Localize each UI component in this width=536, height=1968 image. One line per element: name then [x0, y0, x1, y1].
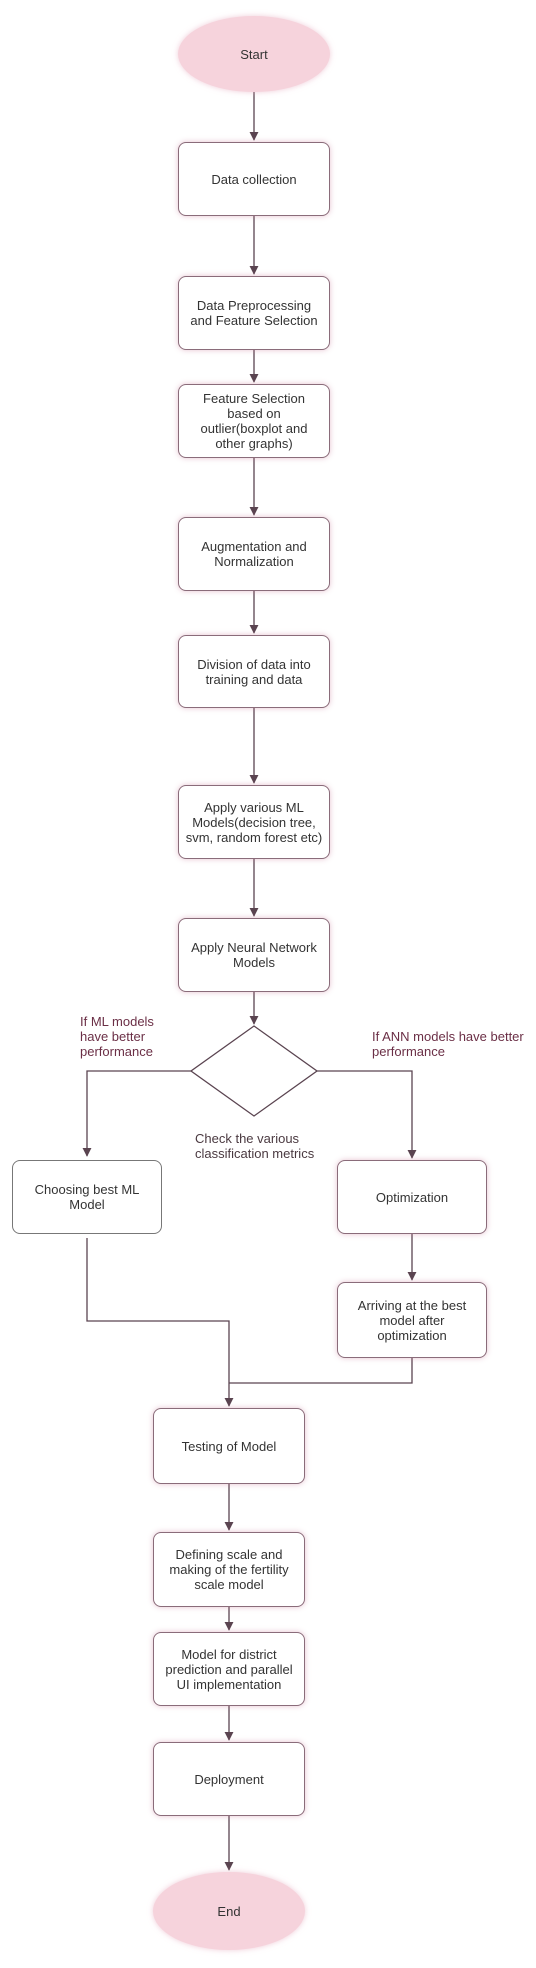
data-collection-label: Data collection [211, 171, 297, 187]
augmentation-label: Augmentation and Normalization [201, 539, 307, 569]
decision-diamond [189, 1025, 319, 1117]
district-model-label: Model for district prediction and parall… [165, 1646, 293, 1692]
deployment-label: Deployment [194, 1771, 264, 1787]
testing-step: Testing of Model [153, 1408, 305, 1484]
edge-choosing-ml-testing [86, 1238, 234, 1407]
testing-label: Testing of Model [181, 1438, 277, 1454]
edge-arriving-testing [229, 1358, 413, 1384]
deployment-step: Deployment [153, 1742, 305, 1816]
apply-ml-step: Apply various ML Models(decision tree, s… [178, 785, 330, 859]
defining-scale-step: Defining scale and making of the fertili… [153, 1532, 305, 1607]
district-model-step: Model for district prediction and parall… [153, 1632, 305, 1706]
optimization-label: Optimization [375, 1189, 449, 1205]
edge-decision-optimization [315, 1070, 417, 1159]
apply-nn-step: Apply Neural Network Models [178, 918, 330, 992]
ml-better-label: If ML models have better performance [80, 1014, 154, 1059]
apply-ml-label: Apply various ML Models(decision tree, s… [185, 799, 323, 845]
defining-scale-label: Defining scale and making of the fertili… [169, 1547, 289, 1592]
start-label: Start [240, 46, 268, 62]
end-terminal: End [153, 1872, 305, 1950]
feature-selection-label: Feature Selection based on outlier(boxpl… [200, 391, 308, 451]
check-metrics-label: Check the various classification metrics [195, 1131, 315, 1161]
choosing-best-ml-label: Choosing best ML Model [34, 1182, 140, 1212]
data-preprocessing-label: Data Preprocessing and Feature Selection [190, 298, 318, 328]
augmentation-step: Augmentation and Normalization [178, 517, 330, 591]
feature-selection-step: Feature Selection based on outlier(boxpl… [178, 384, 330, 458]
data-collection-step: Data collection [178, 142, 330, 216]
arriving-best-step: Arriving at the best model after optimiz… [337, 1282, 487, 1358]
apply-nn-label: Apply Neural Network Models [191, 940, 317, 970]
choosing-best-ml-step: Choosing best ML Model [12, 1160, 162, 1234]
arriving-best-label: Arriving at the best model after optimiz… [357, 1297, 467, 1343]
optimization-step: Optimization [337, 1160, 487, 1234]
division-step: Division of data into training and data [178, 635, 330, 708]
edge-decision-choosing-ml [82, 1070, 191, 1157]
division-label: Division of data into training and data [197, 656, 311, 687]
start-terminal: Start [178, 16, 330, 92]
end-label: End [217, 1903, 241, 1919]
data-preprocessing-step: Data Preprocessing and Feature Selection [178, 276, 330, 350]
ann-better-label: If ANN models have better performance [372, 1029, 524, 1059]
